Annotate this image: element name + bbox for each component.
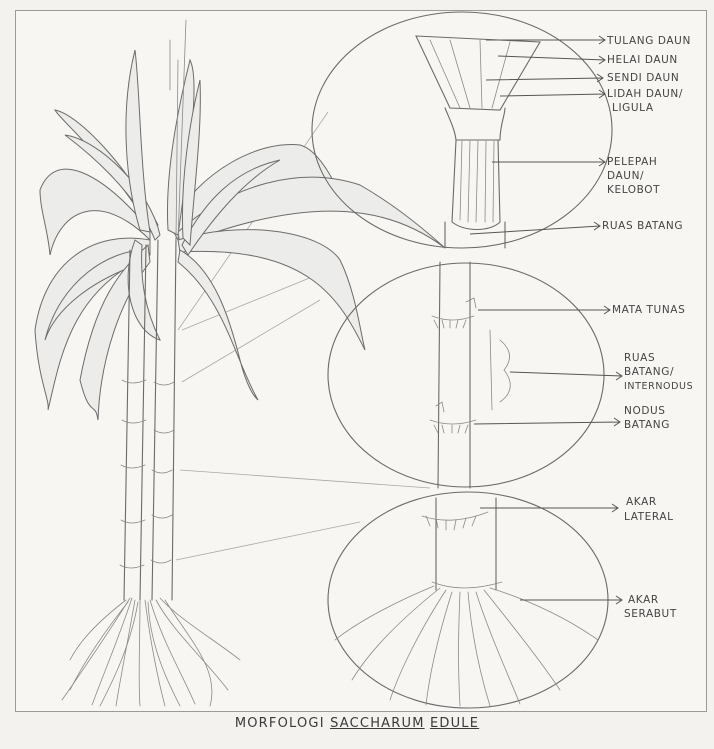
plant-roots [62,598,240,706]
label-sendi-daun: SENDI DAUN [607,72,679,84]
title-species: EDULE [430,716,479,731]
label-pelepah-line2: DAUN/ [607,170,644,182]
detail-circle-node [328,262,604,488]
label-ruas-batang: RUAS BATANG [602,220,683,232]
label-akar-lateral-line1: AKAR [626,496,657,508]
label-akar-serabut-line2: SERABUT [624,608,677,620]
title-genus: SACCHARUM [330,716,425,731]
label-nodus-line2: BATANG [624,419,670,431]
drawing-title: MORFOLOGI SACCHARUM EDULE [0,716,714,731]
title-prefix: MORFOLOGI [235,716,325,731]
label-nodus-line1: NODUS [624,405,666,417]
label-helai-daun: HELAI DAUN [607,54,678,66]
label-akar-serabut-line1: AKAR [628,594,659,606]
label-internodus-line2: BATANG/ [624,366,674,378]
label-lidah-daun-line2: LIGULA [612,102,654,114]
label-mata-tunas: MATA TUNAS [612,304,685,316]
plant-leaves [35,50,445,420]
label-akar-lateral-line2: LATERAL [624,511,674,523]
label-lidah-daun-line1: LIDAH DAUN/ [607,88,683,100]
label-arrows [470,36,622,604]
label-pelepah-line1: PELEPAH [607,156,657,168]
label-internodus-line3: INTERNODUS [624,381,693,392]
label-pelepah-line3: KELOBOT [607,184,660,196]
label-internodus-line1: RUAS [624,352,655,364]
label-tulang-daun: TULANG DAUN [606,35,691,47]
